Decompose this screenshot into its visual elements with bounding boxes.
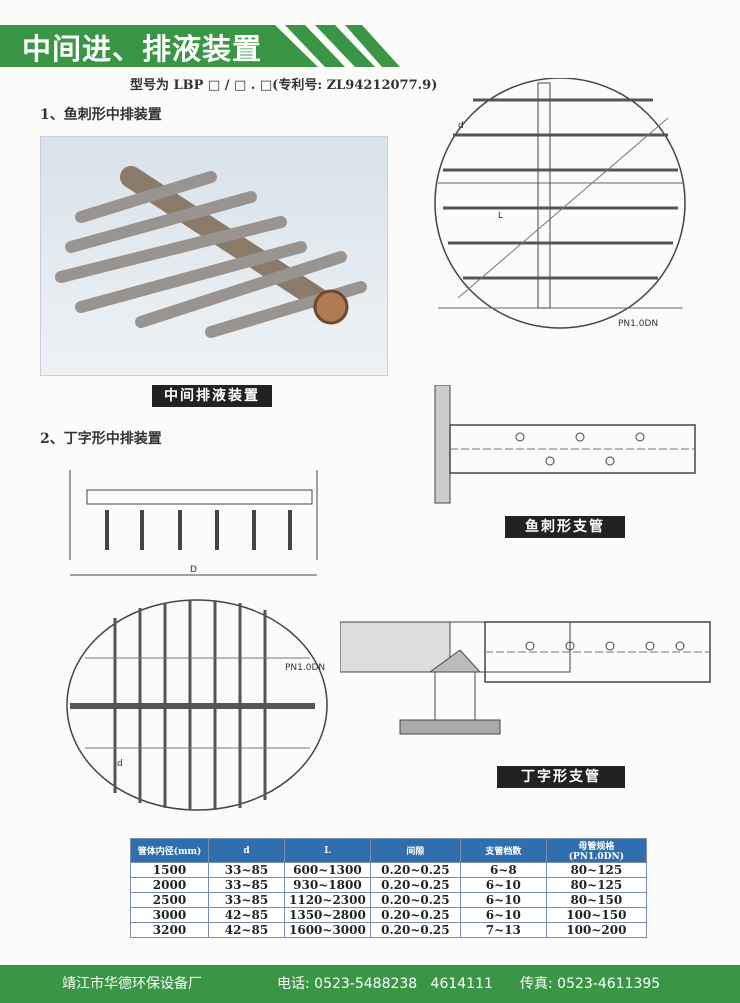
tee-caption: 丁字形支管 (497, 766, 625, 788)
section2-heading: 2、丁字形中排装置 (40, 431, 162, 447)
fishbone-plan-diagram: d L PN1.0DN (434, 78, 686, 329)
cell: 6~8 (459, 862, 547, 878)
col-header: 间隙 (369, 838, 461, 863)
phone: 电话: 0523-5488238 4614111 (277, 976, 493, 992)
cell: 6~10 (459, 892, 547, 908)
fishbone-pipe-image (55, 166, 367, 338)
cell: 1600~3000 (284, 922, 371, 938)
cell: 600~1300 (284, 862, 371, 878)
col-header: 支管档数 (459, 838, 547, 863)
cell: 0.20~0.25 (369, 877, 461, 893)
cell: 0.20~0.25 (369, 892, 461, 908)
d-label: d (117, 759, 123, 769)
cell: 1120~2300 (284, 892, 371, 908)
d-dimension-label: D (190, 565, 197, 575)
cell: 0.20~0.25 (369, 922, 461, 938)
pn-label: PN1.0DN (285, 663, 325, 673)
fishbone-branch-diagram (434, 385, 696, 504)
cell: 33~85 (208, 877, 285, 893)
fax: 传真: 0523-4611395 (520, 976, 661, 992)
photo-caption: 中间排液装置 (152, 385, 272, 407)
cell: 2500 (130, 892, 209, 908)
cell: 100~150 (545, 907, 647, 923)
cell: 3000 (130, 907, 209, 923)
cell: 80~150 (545, 892, 647, 908)
table-header-row: 管体内径(mm) d L 间隙 支管档数 母管规格(PN1.0DN) (130, 838, 647, 863)
model-number: 型号为 LBP □ / □ . □(专利号: ZL94212077.9) (130, 78, 438, 93)
cell: 1350~2800 (284, 907, 371, 923)
cell: 6~10 (459, 877, 547, 893)
tee-plan-diagram: PN1.0DN d (66, 599, 328, 811)
cell: 7~13 (459, 922, 547, 938)
product-photo (40, 136, 388, 376)
l-label: L (498, 211, 503, 221)
cell: 100~200 (545, 922, 647, 938)
cell: 0.20~0.25 (369, 862, 461, 878)
pn-label: PN1.0DN (618, 319, 658, 329)
cell: 42~85 (208, 922, 285, 938)
cell: 33~85 (208, 862, 285, 878)
col-header: L (284, 838, 371, 863)
d-label: d (458, 121, 464, 131)
cell: 80~125 (545, 877, 647, 893)
page-title: 中间进、排液装置 (22, 32, 263, 66)
cell: 33~85 (208, 892, 285, 908)
cell: 930~1800 (284, 877, 371, 893)
cell: 0.20~0.25 (369, 907, 461, 923)
cell: 80~125 (545, 862, 647, 878)
header-banner (0, 25, 400, 67)
section1-heading: 1、鱼刺形中排装置 (40, 107, 162, 123)
fishbone-caption: 鱼刺形支管 (505, 516, 625, 538)
cell: 2000 (130, 877, 209, 893)
cell: 42~85 (208, 907, 285, 923)
col-header: 管体内径(mm) (130, 838, 209, 863)
footer: 靖江市华德环保设备厂 电话: 0523-5488238 4614111 传真: … (0, 965, 740, 1003)
col-header: d (208, 838, 285, 863)
tee-side-diagram: D (69, 470, 318, 576)
cell: 3200 (130, 922, 209, 938)
tee-branch-diagram (340, 621, 711, 735)
cell: 6~10 (459, 907, 547, 923)
cell: 1500 (130, 862, 209, 878)
company-name: 靖江市华德环保设备厂 (62, 976, 202, 992)
col-header: 母管规格(PN1.0DN) (545, 838, 647, 863)
